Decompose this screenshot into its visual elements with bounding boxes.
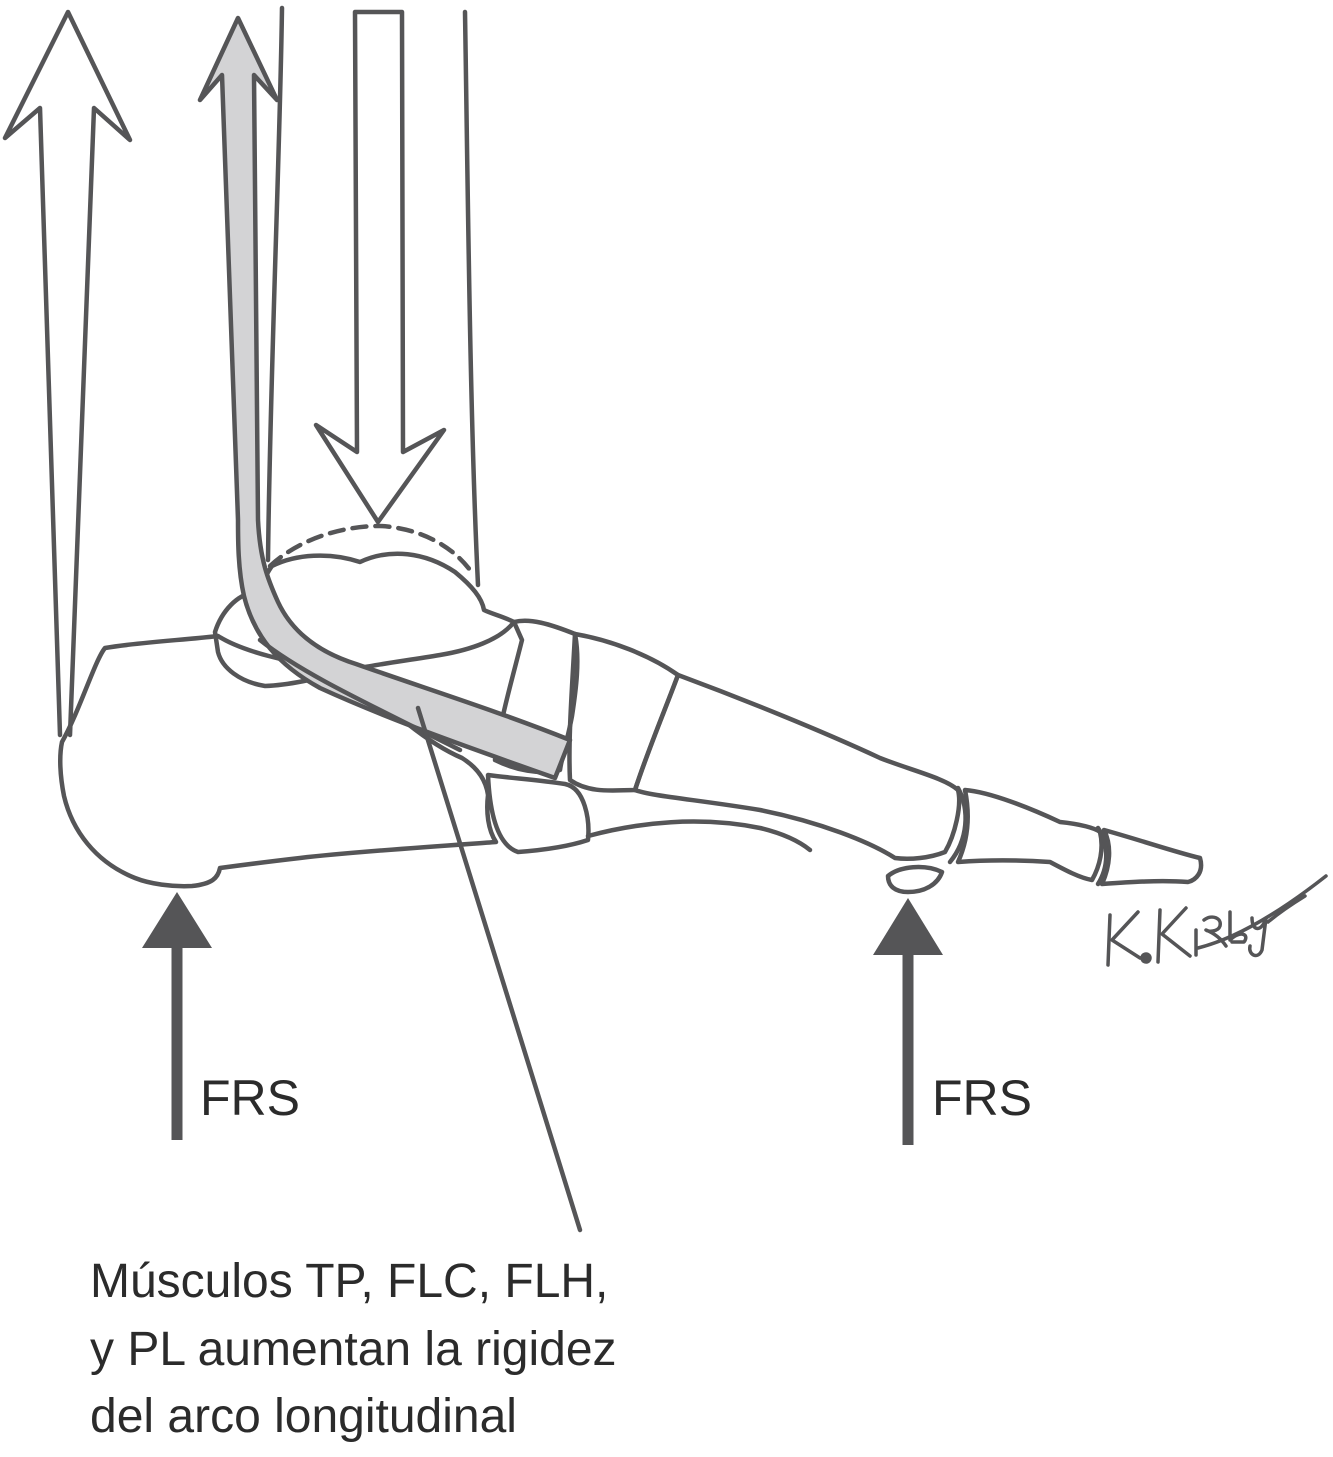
sesamoid-bone (885, 864, 945, 895)
caption-line-2: y PL aumentan la rigidez (90, 1323, 617, 1376)
caption-line-1: Músculos TP, FLC, FLH, (90, 1255, 608, 1308)
leg-outline-left (265, 5, 285, 563)
leg-outline-right (462, 9, 481, 588)
frs-label-heel: FRS (200, 1070, 300, 1126)
ip-joint-arc (1095, 825, 1109, 887)
grf-arrow-heel (142, 892, 212, 1140)
mtp-joint-arc (947, 785, 968, 865)
plantar-midfoot-contour (585, 819, 813, 853)
achilles-tension-arrow (2, 9, 133, 738)
tendon-band (197, 15, 573, 781)
first-metatarsal-bone (632, 672, 962, 861)
frs-label-forefoot: FRS (932, 1070, 1032, 1126)
distal-phalanx-bone (1099, 827, 1204, 887)
grf-arrow-forefoot (873, 898, 943, 1145)
proximal-phalanx-bone (955, 787, 1104, 883)
calcaneus-bone (58, 633, 499, 889)
cuboid-bone (485, 772, 591, 855)
talar-dome-dashed (267, 523, 473, 573)
artist-signature (1106, 874, 1328, 967)
caption-line-3: del arco longitudinal (90, 1390, 517, 1443)
tibial-load-arrow (313, 9, 447, 525)
leader-line (415, 705, 583, 1233)
